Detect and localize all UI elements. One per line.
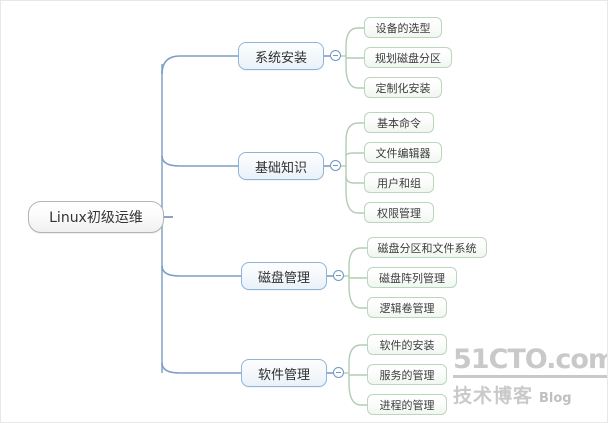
leaf-node[interactable]: 权限管理 bbox=[364, 202, 434, 223]
leaf-node-label: 磁盘分区和文件系统 bbox=[377, 241, 477, 255]
leaf-node[interactable]: 用户和组 bbox=[364, 172, 434, 193]
branch-node-software-management[interactable]: 软件管理 bbox=[241, 359, 327, 387]
leaf-node-label: 规划磁盘分区 bbox=[375, 51, 441, 65]
collapse-toggle-branch-1[interactable] bbox=[330, 50, 341, 61]
leaf-2-3-link bbox=[345, 175, 364, 184]
branch-node-label: 基础知识 bbox=[254, 160, 307, 176]
leaf-node-label: 设备的选型 bbox=[375, 21, 431, 35]
leaf-node[interactable]: 磁盘阵列管理 bbox=[367, 267, 457, 288]
root-node[interactable]: Linux初级运维 bbox=[28, 201, 164, 233]
leaf-node[interactable]: 进程的管理 bbox=[367, 394, 447, 415]
minus-icon bbox=[336, 372, 341, 373]
branch-node-disk-management[interactable]: 磁盘管理 bbox=[241, 262, 327, 290]
watermark-blog-tag: Blog bbox=[539, 391, 572, 406]
leaf-2-1-link bbox=[345, 122, 364, 142]
leaf-3-3-link bbox=[348, 285, 367, 309]
leaf-node-label: 用户和组 bbox=[377, 176, 421, 190]
watermark-site: 51CTO.com bbox=[453, 346, 607, 378]
watermark-subtitle: 技术博客 bbox=[453, 385, 534, 407]
leaf-4-3-link bbox=[348, 382, 367, 406]
leaf-node[interactable]: 设备的选型 bbox=[364, 17, 442, 38]
leaf-2-2-link bbox=[345, 152, 364, 157]
leaf-node-label: 服务的管理 bbox=[379, 368, 435, 382]
leaf-node[interactable]: 规划磁盘分区 bbox=[364, 47, 452, 68]
branch-node-system-install[interactable]: 系统安装 bbox=[238, 42, 324, 70]
leaf-node-label: 权限管理 bbox=[377, 206, 421, 220]
leaf-node[interactable]: 基本命令 bbox=[364, 112, 434, 133]
leaf-4-1-link bbox=[348, 344, 367, 364]
collapse-toggle-branch-2[interactable] bbox=[330, 160, 341, 171]
trunk-to-branch-4 bbox=[161, 362, 241, 374]
leaf-node[interactable]: 磁盘分区和文件系统 bbox=[367, 237, 487, 258]
leaf-node-label: 定制化安装 bbox=[375, 81, 431, 95]
minus-icon bbox=[333, 55, 338, 56]
leaf-node-label: 逻辑卷管理 bbox=[379, 301, 435, 315]
leaf-node-label: 文件编辑器 bbox=[375, 146, 431, 160]
watermark: 51CTO.com 技术博客 Blog bbox=[453, 346, 607, 408]
leaf-node-label: 基本命令 bbox=[377, 116, 421, 130]
branch-node-label: 软件管理 bbox=[257, 367, 310, 383]
leaf-2-4-link bbox=[345, 190, 364, 214]
leaf-node[interactable]: 软件的安装 bbox=[367, 334, 447, 355]
root-node-label: Linux初级运维 bbox=[49, 210, 143, 226]
collapse-toggle-branch-3[interactable] bbox=[333, 270, 344, 281]
branch-node-label: 磁盘管理 bbox=[257, 270, 310, 286]
leaf-3-1-link bbox=[348, 247, 367, 267]
trunk-to-branch-3 bbox=[161, 265, 241, 277]
trunk-to-branch-1 bbox=[161, 55, 238, 75]
leaf-node[interactable]: 文件编辑器 bbox=[364, 142, 442, 163]
leaf-node-label: 磁盘阵列管理 bbox=[379, 271, 445, 285]
branch-node-label: 系统安装 bbox=[254, 50, 307, 66]
leaf-node[interactable]: 服务的管理 bbox=[367, 364, 447, 385]
minus-icon bbox=[336, 275, 341, 276]
leaf-node[interactable]: 定制化安装 bbox=[364, 77, 442, 98]
branch-node-basics[interactable]: 基础知识 bbox=[238, 152, 324, 180]
leaf-1-1-link bbox=[345, 27, 364, 47]
trunk-to-branch-2 bbox=[161, 155, 238, 167]
minus-icon bbox=[333, 165, 338, 166]
leaf-node[interactable]: 逻辑卷管理 bbox=[367, 297, 447, 318]
leaf-node-label: 软件的安装 bbox=[379, 338, 435, 352]
leaf-node-label: 进程的管理 bbox=[379, 398, 435, 412]
watermark-subtitle-row: 技术博客 Blog bbox=[453, 381, 601, 408]
collapse-toggle-branch-4[interactable] bbox=[333, 367, 344, 378]
leaf-1-3-link bbox=[345, 65, 364, 89]
